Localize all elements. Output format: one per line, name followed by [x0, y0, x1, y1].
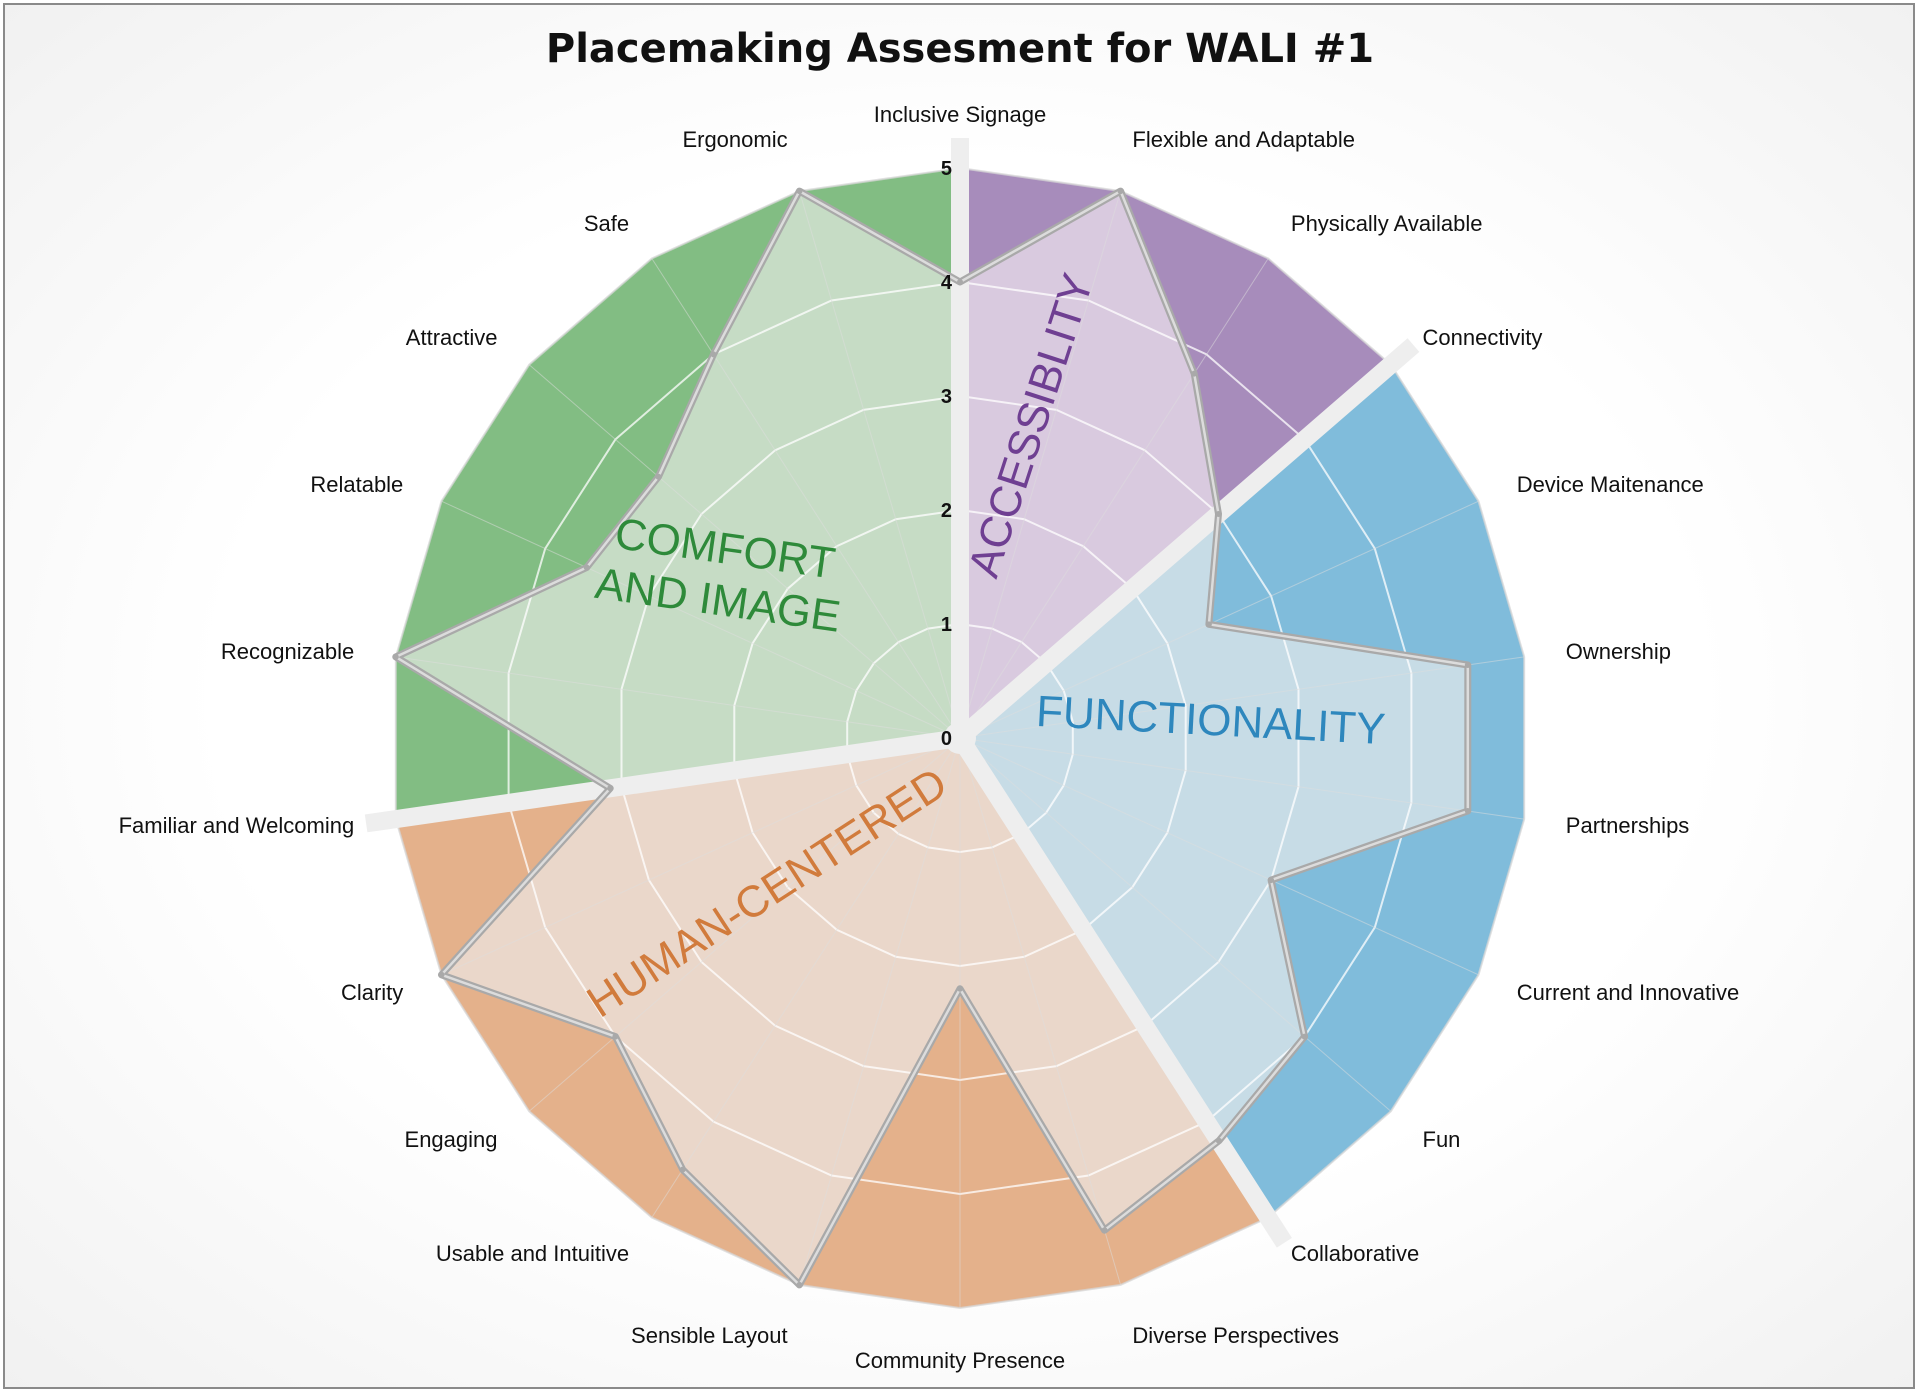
separator: [954, 338, 1420, 745]
spoke: [798, 190, 961, 739]
spoke: [441, 737, 961, 976]
axis-label-3: Connectivity: [1423, 325, 1543, 350]
axis-label-18: Relatable: [310, 472, 403, 497]
tick-label-5: 5: [941, 158, 952, 180]
data-point-14: [612, 1033, 619, 1040]
data-point-13: [679, 1166, 686, 1173]
axis-label-2: Physically Available: [1291, 211, 1483, 236]
data-point-4: [1205, 621, 1212, 628]
score-area-1: [960, 514, 1468, 1141]
tick-label-3: 3: [941, 386, 952, 408]
axis-label-13: Usable and Intuitive: [436, 1241, 629, 1266]
data-point-18: [583, 564, 590, 571]
spoke: [528, 364, 961, 739]
chart-title: Placemaking Assesment for WALI #1: [545, 26, 1375, 72]
spoke: [441, 500, 961, 739]
center-hub: [944, 722, 976, 754]
radial-tick-labels: 0 1 2 3 4 5: [941, 158, 953, 750]
data-point-16: [607, 785, 614, 792]
spoke: [959, 500, 1479, 739]
data-point-5: [1464, 661, 1471, 668]
data-point-6: [1464, 808, 1471, 815]
axis-label-7: Current and Innovative: [1517, 980, 1740, 1005]
tick-label-2: 2: [941, 500, 952, 522]
tick-label-0: 0: [941, 728, 952, 750]
spoke: [959, 737, 1479, 976]
data-point-11: [957, 985, 963, 992]
axis-label-16: Familiar and Welcoming: [119, 813, 355, 838]
data-point-19: [655, 473, 662, 480]
axis-label-17: Recognizable: [221, 639, 354, 664]
spoke: [959, 737, 1392, 1112]
data-point-20: [710, 351, 717, 358]
axis-label-12: Sensible Layout: [631, 1323, 788, 1348]
data-point-12: [796, 1281, 803, 1288]
axis-label-11: Community Presence: [855, 1348, 1065, 1373]
data-point-8: [1301, 1033, 1308, 1040]
spoke: [959, 258, 1269, 739]
axis-label-19: Attractive: [406, 325, 498, 350]
spoke: [798, 737, 961, 1286]
axis-label-4: Device Maitenance: [1517, 472, 1704, 497]
axis-label-20: Safe: [584, 211, 629, 236]
separator: [364, 729, 962, 833]
data-point-10: [1101, 1227, 1108, 1234]
data-point-3: [1215, 511, 1222, 518]
spoke: [651, 737, 961, 1218]
axis-label-0: Inclusive Signage: [874, 102, 1046, 127]
spoke: [959, 656, 1525, 739]
data-point-15: [438, 971, 445, 978]
score-area-3: [395, 191, 960, 789]
tick-label-4: 4: [941, 272, 953, 294]
tick-label-1: 1: [941, 614, 952, 636]
score-area-2: [441, 738, 1219, 1285]
spoke: [395, 656, 961, 739]
data-point-1: [1117, 188, 1124, 195]
axis-label-5: Ownership: [1566, 639, 1671, 664]
data-point-9: [1215, 1137, 1222, 1144]
data-point-2: [1191, 370, 1198, 377]
data-point-0: [957, 279, 963, 285]
axis-label-15: Clarity: [341, 980, 403, 1005]
data-point-17: [392, 653, 399, 660]
axis-label-8: Fun: [1423, 1127, 1461, 1152]
score-fill: [395, 191, 1468, 1285]
axis-label-21: Ergonomic: [682, 127, 787, 152]
axis-label-14: Engaging: [405, 1127, 498, 1152]
spoke: [528, 737, 961, 1112]
axis-label-9: Collaborative: [1291, 1241, 1419, 1266]
score-area-0: [960, 191, 1219, 739]
spoke: [959, 190, 1122, 739]
axis-label-10: Diverse Perspectives: [1132, 1323, 1339, 1348]
category-separators: [364, 138, 1420, 1248]
data-point-7: [1268, 877, 1275, 884]
axis-label-1: Flexible and Adaptable: [1132, 127, 1355, 152]
data-point-21: [796, 188, 803, 195]
spoke: [959, 737, 1525, 820]
axis-label-6: Partnerships: [1566, 813, 1690, 838]
spoke: [959, 737, 1122, 1286]
separator: [952, 733, 1292, 1248]
score-outline: [392, 187, 1472, 1289]
spoke: [651, 258, 961, 739]
